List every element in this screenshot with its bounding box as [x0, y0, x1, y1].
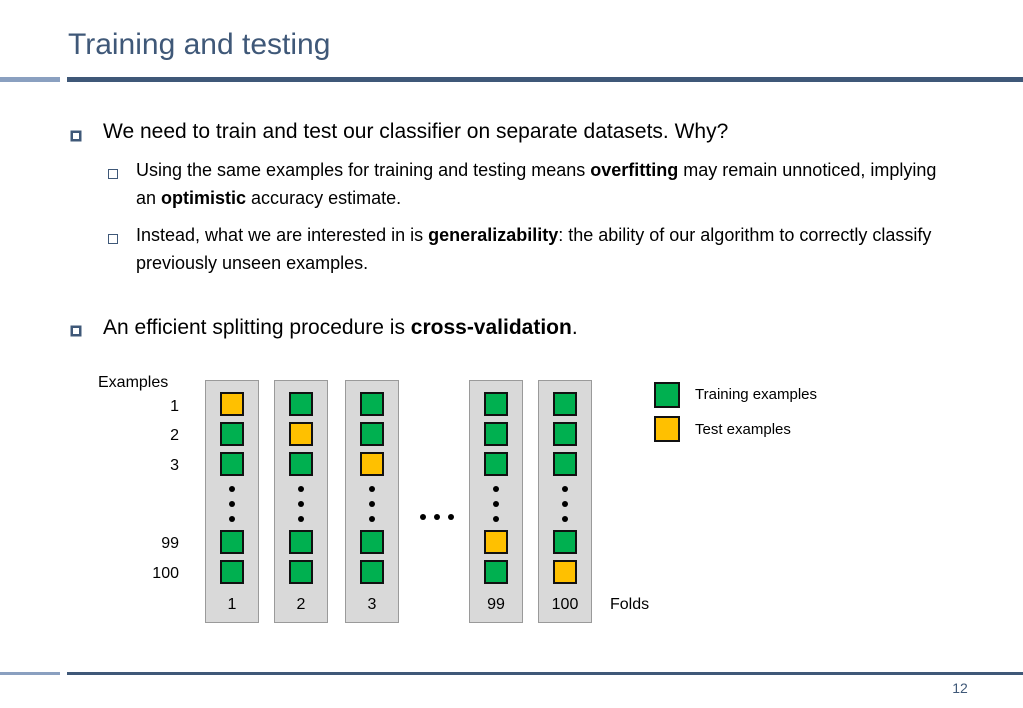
- vertical-ellipsis-dot: [229, 516, 235, 522]
- sub-bullet-icon: [108, 166, 118, 179]
- training-example-square: [484, 422, 508, 446]
- test-example-square: [553, 560, 577, 584]
- sub-bullet-text-2: Instead, what we are interested in is ge…: [136, 225, 932, 273]
- vertical-ellipsis-dot: [493, 516, 499, 522]
- vertical-ellipsis-dot: [369, 486, 375, 492]
- ellipsis-dots: [418, 514, 458, 522]
- training-example-square: [220, 530, 244, 554]
- training-example-square: [553, 392, 577, 416]
- vertical-ellipsis-dot: [562, 501, 568, 507]
- training-example-square: [289, 452, 313, 476]
- fold-number: 3: [367, 596, 377, 613]
- test-example-square: [289, 422, 313, 446]
- training-example-square: [553, 422, 577, 446]
- training-example-square: [553, 452, 577, 476]
- header-rule: [67, 77, 1023, 82]
- fold-column-100: 100: [538, 380, 592, 623]
- page-number: 12: [952, 680, 968, 696]
- examples-label: Examples: [98, 374, 169, 391]
- training-example-square: [360, 392, 384, 416]
- vertical-ellipsis-dot: [369, 516, 375, 522]
- legend-train-swatch: [654, 382, 680, 408]
- vertical-ellipsis-dot: [493, 501, 499, 507]
- footer-rule: [67, 672, 1023, 675]
- example-number: 3: [170, 457, 179, 474]
- training-example-square: [484, 392, 508, 416]
- training-example-square: [360, 422, 384, 446]
- test-example-square: [220, 392, 244, 416]
- fold-number: 99: [487, 596, 505, 613]
- bullet-text-1: We need to train and test our classifier…: [103, 120, 729, 143]
- slide-title: Training and testing: [68, 28, 331, 61]
- ellipsis-dot: [434, 514, 440, 520]
- test-example-square: [484, 530, 508, 554]
- training-example-square: [220, 560, 244, 584]
- fold-number: 1: [227, 596, 237, 613]
- ellipsis-dot: [420, 514, 426, 520]
- training-example-square: [220, 422, 244, 446]
- fold-number: 2: [296, 596, 306, 613]
- header-rule-left: [0, 77, 60, 82]
- legend-train-label: Training examples: [695, 386, 817, 403]
- vertical-ellipsis-dot: [229, 486, 235, 492]
- vertical-ellipsis-dot: [298, 486, 304, 492]
- vertical-ellipsis-dot: [562, 486, 568, 492]
- vertical-ellipsis-dot: [229, 501, 235, 507]
- training-example-square: [484, 560, 508, 584]
- legend-test-label: Test examples: [695, 421, 791, 438]
- vertical-ellipsis-dot: [369, 501, 375, 507]
- ellipsis-dot: [448, 514, 454, 520]
- vertical-ellipsis-dot: [298, 501, 304, 507]
- training-example-square: [289, 560, 313, 584]
- footer-rule-left: [0, 672, 60, 675]
- fold-column-2: 2: [274, 380, 328, 623]
- training-example-square: [289, 392, 313, 416]
- bullet-icon: [70, 130, 84, 142]
- example-number: 99: [161, 535, 179, 552]
- test-example-square: [360, 452, 384, 476]
- vertical-ellipsis-dot: [562, 516, 568, 522]
- training-example-square: [220, 452, 244, 476]
- folds-label: Folds: [610, 596, 650, 613]
- training-example-square: [484, 452, 508, 476]
- training-example-square: [289, 530, 313, 554]
- bullet-icon: [70, 325, 84, 337]
- sub-bullet-text-1: Using the same examples for training and…: [136, 160, 937, 208]
- vertical-ellipsis-dot: [493, 486, 499, 492]
- training-example-square: [360, 560, 384, 584]
- sub-bullet-icon: [108, 231, 118, 244]
- example-number: 2: [170, 427, 179, 444]
- fold-number: 100: [551, 596, 579, 613]
- example-number: 100: [152, 565, 179, 582]
- fold-column-99: 99: [469, 380, 523, 623]
- fold-column-1: 1: [205, 380, 259, 623]
- example-number: 1: [170, 398, 179, 415]
- vertical-ellipsis-dot: [298, 516, 304, 522]
- training-example-square: [553, 530, 577, 554]
- bullet-text-2: An efficient splitting procedure is cros…: [103, 316, 578, 339]
- training-example-square: [360, 530, 384, 554]
- fold-column-3: 3: [345, 380, 399, 623]
- legend-test-swatch: [654, 416, 680, 442]
